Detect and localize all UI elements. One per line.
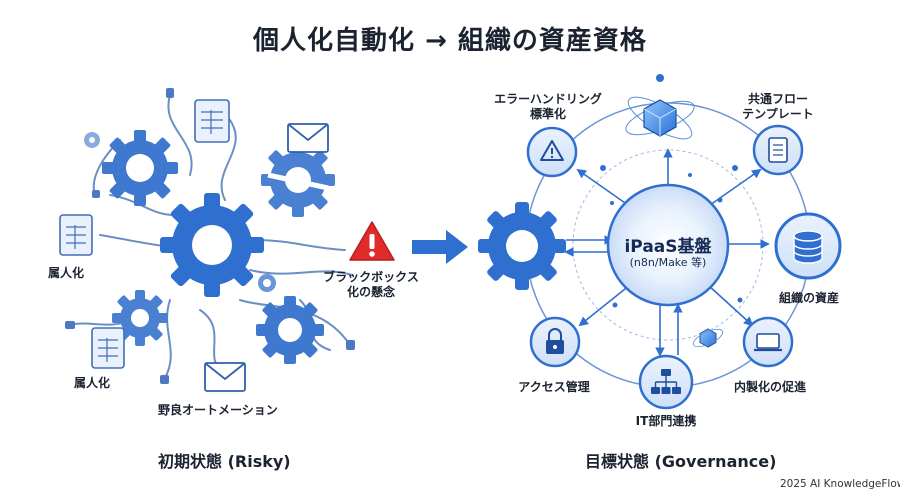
blackbox-warning-label: ブラックボックス 化の懸念 bbox=[318, 270, 424, 300]
cable-plugs bbox=[65, 88, 355, 384]
hub-title: iPaaS基盤 bbox=[624, 237, 712, 257]
document-icon bbox=[194, 99, 230, 143]
gear-icon bbox=[258, 274, 276, 292]
warning-icon bbox=[540, 140, 564, 161]
lock-icon bbox=[546, 328, 564, 354]
silo-label-1: 属人化 bbox=[48, 266, 85, 280]
error-handling-line-2: 標準化 bbox=[529, 107, 566, 121]
gear-icon bbox=[478, 202, 566, 290]
document-icon bbox=[91, 327, 125, 369]
cable-icon bbox=[160, 375, 169, 384]
asset-label: 組織の資産 bbox=[778, 291, 839, 305]
gear-icon bbox=[261, 143, 335, 217]
warning-line-1: ブラックボックス bbox=[323, 270, 419, 284]
left-caption: 初期状態 (Risky) bbox=[158, 452, 291, 471]
gear-icon bbox=[256, 296, 324, 364]
gear-icon bbox=[84, 132, 100, 148]
stray-automation-label: 野良オートメーション bbox=[158, 403, 278, 417]
cable-icon bbox=[65, 321, 75, 329]
footer-credit: 2025 AI KnowledgeFlow bbox=[780, 478, 900, 490]
error-handling-node bbox=[526, 126, 578, 178]
envelope-icon bbox=[204, 362, 246, 392]
cable-icon bbox=[92, 190, 100, 198]
hub-subtitle: (n8n/Make 等) bbox=[629, 256, 707, 269]
arrow-right-icon bbox=[412, 230, 468, 264]
cable-icon bbox=[167, 94, 193, 176]
templates-line-2: テンプレート bbox=[742, 107, 814, 121]
access-node bbox=[529, 316, 581, 368]
error-handling-line-1: エラーハンドリング bbox=[494, 92, 602, 106]
templates-node bbox=[752, 124, 804, 176]
ipaas-hub bbox=[606, 183, 730, 307]
database-icon bbox=[793, 230, 823, 264]
cable-icon bbox=[346, 340, 355, 350]
document-icon bbox=[59, 214, 93, 256]
particles bbox=[600, 74, 743, 308]
error-handling-label: エラーハンドリング 標準化 bbox=[482, 92, 614, 122]
org-chart-icon bbox=[651, 369, 681, 394]
templates-label: 共通フロー テンプレート bbox=[732, 92, 824, 122]
right-caption: 目標状態 (Governance) bbox=[585, 452, 777, 471]
it-dept-node bbox=[638, 354, 694, 410]
page-title: 個人化自動化 → 組織の資産資格 bbox=[253, 26, 647, 56]
templates-line-1: 共通フロー bbox=[747, 92, 808, 106]
laptop-icon bbox=[754, 333, 782, 352]
asset-node bbox=[774, 212, 842, 280]
gear-icon bbox=[160, 193, 264, 297]
access-label: アクセス管理 bbox=[518, 380, 590, 394]
inhouse-node bbox=[742, 316, 794, 368]
cube-icon bbox=[692, 328, 724, 348]
it-dept-label: IT部門連携 bbox=[635, 414, 697, 428]
gear-icon bbox=[112, 290, 168, 346]
gear-icon bbox=[102, 130, 178, 206]
cable-icon bbox=[166, 88, 174, 98]
cube-icon bbox=[625, 96, 695, 140]
silo-label-2: 属人化 bbox=[74, 376, 111, 390]
envelope-icon bbox=[287, 123, 329, 153]
warning-line-2: 化の懸念 bbox=[346, 285, 395, 299]
file-icon bbox=[768, 137, 788, 163]
inhouse-label: 内製化の促進 bbox=[733, 380, 806, 394]
warning-icon bbox=[349, 221, 395, 261]
